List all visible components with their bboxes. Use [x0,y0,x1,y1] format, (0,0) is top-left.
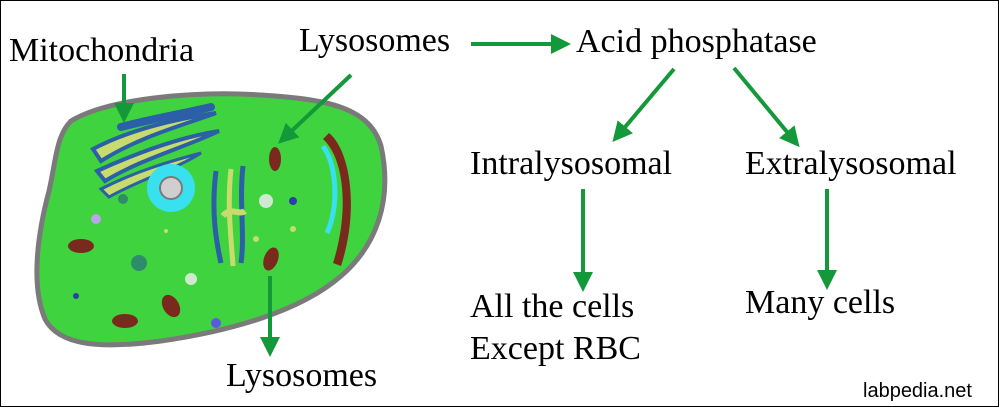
label-lysosomes-bottom: Lysosomes [226,357,378,394]
label-extralysosomal: Extralysosomal [745,145,957,182]
arrow-acid-to-extralysosomal [732,66,800,148]
endoplasmic-reticulum [211,165,247,267]
label-many-cells: Many cells [745,284,896,321]
mitochondrion-right [320,133,351,266]
label-all-the-cells: All the cells [470,288,635,325]
vesicles [73,194,297,328]
label-intralysosomal: Intralysosomal [470,145,673,182]
label-mitochondria: Mitochondria [9,32,195,69]
lysosome-organelles [68,147,281,328]
cell-membrane [34,91,388,348]
label-except-rbc: Except RBC [470,330,641,367]
label-acid-phosphatase: Acid phosphatase [576,23,817,60]
label-lysosomes-top: Lysosomes [299,22,451,59]
arrow-lysosomes-to-cell [278,73,353,144]
watermark: labpedia.net [863,380,972,402]
arrow-acid-to-intralysosomal [612,67,676,143]
nucleus [147,164,195,212]
